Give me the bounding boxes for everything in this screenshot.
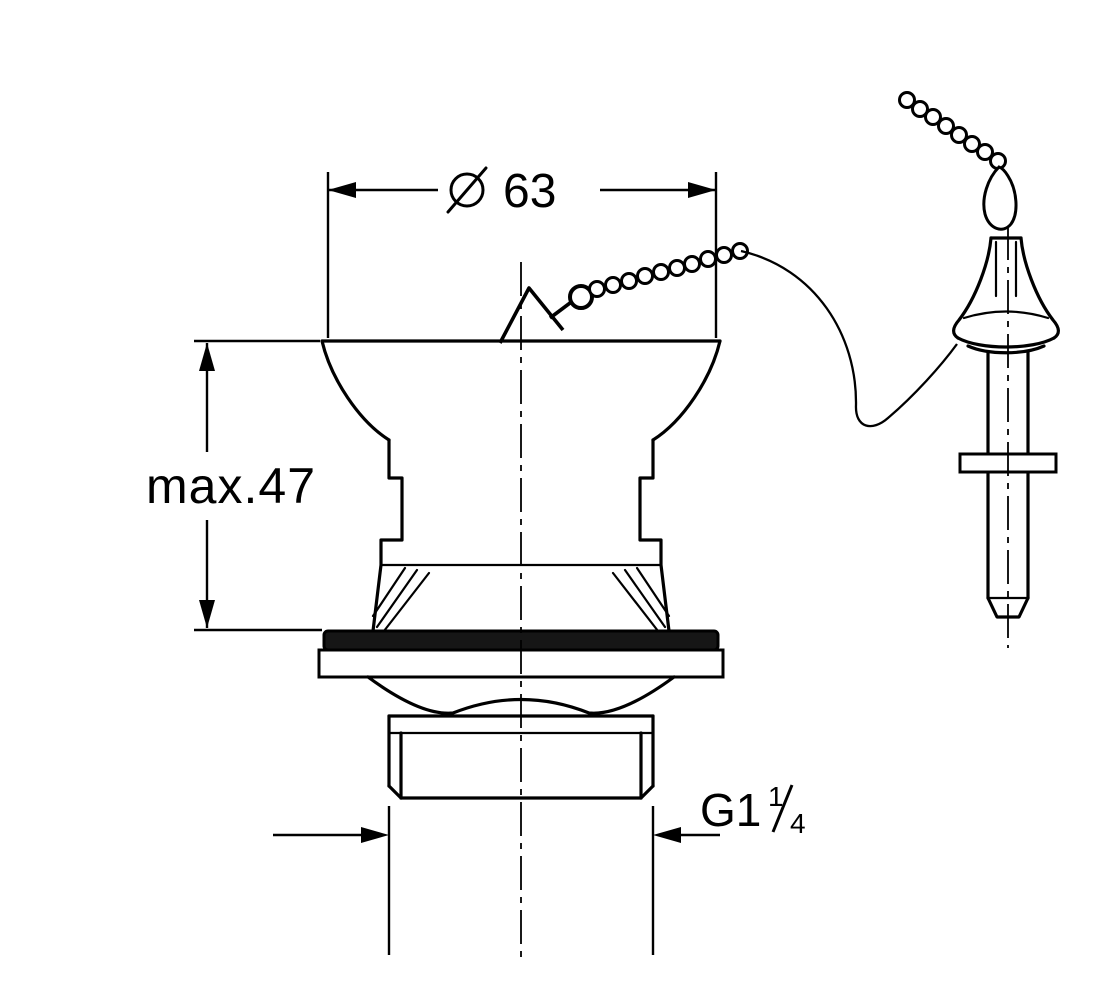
- ball-chain-right: [898, 91, 1007, 170]
- arrowhead-left: [328, 182, 356, 198]
- dimension-thread: G1 1 4: [273, 781, 806, 955]
- chain-ring: [568, 284, 594, 310]
- dimension-diameter: 63: [326, 165, 718, 338]
- plug-bell: [952, 236, 1060, 355]
- diameter-symbol: [446, 166, 488, 214]
- thread-label-prefix: G1: [700, 784, 761, 836]
- arrowhead-right: [688, 182, 716, 198]
- dimension-height: max.47: [146, 339, 322, 632]
- wire-link: [548, 301, 572, 320]
- thread-fraction-denominator: 4: [790, 808, 806, 839]
- drain-body: [317, 339, 725, 800]
- arrowhead-left: [653, 827, 681, 843]
- stopper-handle-and-chain: [498, 242, 958, 428]
- arrowhead-right: [361, 827, 389, 843]
- slack-chain-curve: [740, 249, 958, 428]
- height-label: max.47: [146, 458, 316, 514]
- thread-fraction-numerator: 1: [768, 781, 784, 812]
- chain-end-loop: [982, 165, 1018, 231]
- body-left-side: [371, 438, 404, 633]
- threaded-tailpiece: [387, 714, 655, 800]
- stopper-plug-assembly: [898, 91, 1060, 648]
- funnel-left-curve: [320, 339, 391, 442]
- body-right-side: [638, 438, 671, 633]
- diameter-value-label: 63: [503, 165, 556, 218]
- funnel-right-curve: [651, 339, 722, 442]
- arrowhead-up: [199, 343, 215, 371]
- arrowhead-down: [199, 600, 215, 628]
- fraction-slash: [771, 784, 794, 833]
- serration-lines: [371, 566, 671, 633]
- ball-chain-left: [588, 242, 749, 298]
